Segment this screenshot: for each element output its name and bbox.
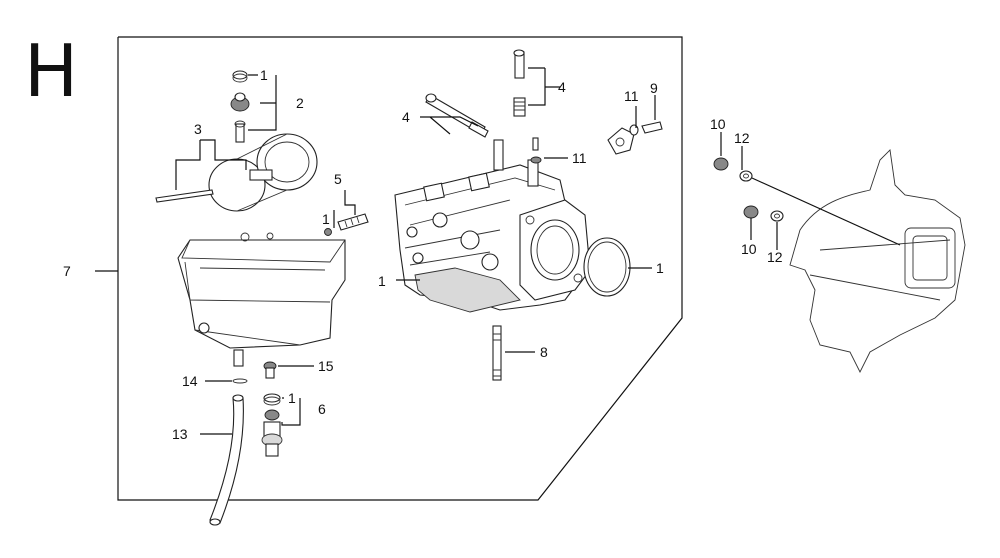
callout-15-drain-screw: 15 bbox=[318, 358, 334, 374]
float-pin bbox=[155, 189, 214, 203]
callout-6-drain-bolt: 6 bbox=[318, 401, 326, 417]
callout-12-washer-b: 12 bbox=[767, 249, 783, 265]
drain-plug bbox=[232, 349, 277, 384]
callout-11-choke-washer: 11 bbox=[624, 88, 639, 104]
callout-5-pilot-screw: 5 bbox=[334, 171, 342, 187]
callout-1-o-ring: 1 bbox=[656, 260, 664, 276]
callout-3-float: 3 bbox=[194, 121, 202, 137]
callout-9-choke-screw: 9 bbox=[650, 80, 658, 96]
float-valve bbox=[230, 70, 250, 143]
callout-12-washer-a: 12 bbox=[734, 130, 750, 146]
callout-10-nut-a: 10 bbox=[710, 116, 726, 132]
stud-bolt bbox=[492, 325, 502, 381]
callout-4-idle-screw: 4 bbox=[558, 79, 566, 95]
leader-lines bbox=[95, 67, 901, 435]
drain-bolt bbox=[261, 393, 283, 457]
o-ring bbox=[583, 237, 631, 297]
carburetor-body bbox=[394, 139, 591, 313]
main-jet bbox=[530, 137, 542, 164]
callout-labels: 1 2 3 5 1 7 4 4 11 9 11 1 1 8 15 14 1 6 … bbox=[63, 67, 783, 442]
choke-lever bbox=[607, 121, 663, 155]
callout-10-nut-b: 10 bbox=[741, 241, 757, 257]
float bbox=[208, 133, 318, 212]
callout-2-float-valve: 2 bbox=[296, 95, 304, 111]
callout-8-stud: 8 bbox=[540, 344, 548, 360]
callout-4-throttle-screw: 4 bbox=[402, 109, 410, 125]
float-bowl bbox=[177, 232, 346, 349]
callout-13-drain-tube: 13 bbox=[172, 426, 188, 442]
callout-7-float-bowl: 7 bbox=[63, 263, 71, 279]
engine-outline bbox=[789, 149, 966, 374]
drain-tube bbox=[209, 394, 244, 526]
callout-1-drain-o-ring: 1 bbox=[288, 390, 296, 406]
assembly-boundary bbox=[117, 36, 683, 501]
throttle-stop-screw bbox=[425, 93, 489, 138]
idle-screw bbox=[513, 49, 526, 117]
callout-14-washer: 14 bbox=[182, 373, 198, 389]
callout-1-gasket: 1 bbox=[378, 273, 386, 289]
callout-11-jet: 11 bbox=[572, 150, 587, 166]
callout-1-pilot-o-ring: 1 bbox=[322, 211, 330, 227]
section-letter: H bbox=[24, 29, 78, 113]
callout-1-needle-clip: 1 bbox=[260, 67, 268, 83]
pilot-screw bbox=[324, 213, 369, 236]
nuts-washers bbox=[713, 157, 784, 222]
